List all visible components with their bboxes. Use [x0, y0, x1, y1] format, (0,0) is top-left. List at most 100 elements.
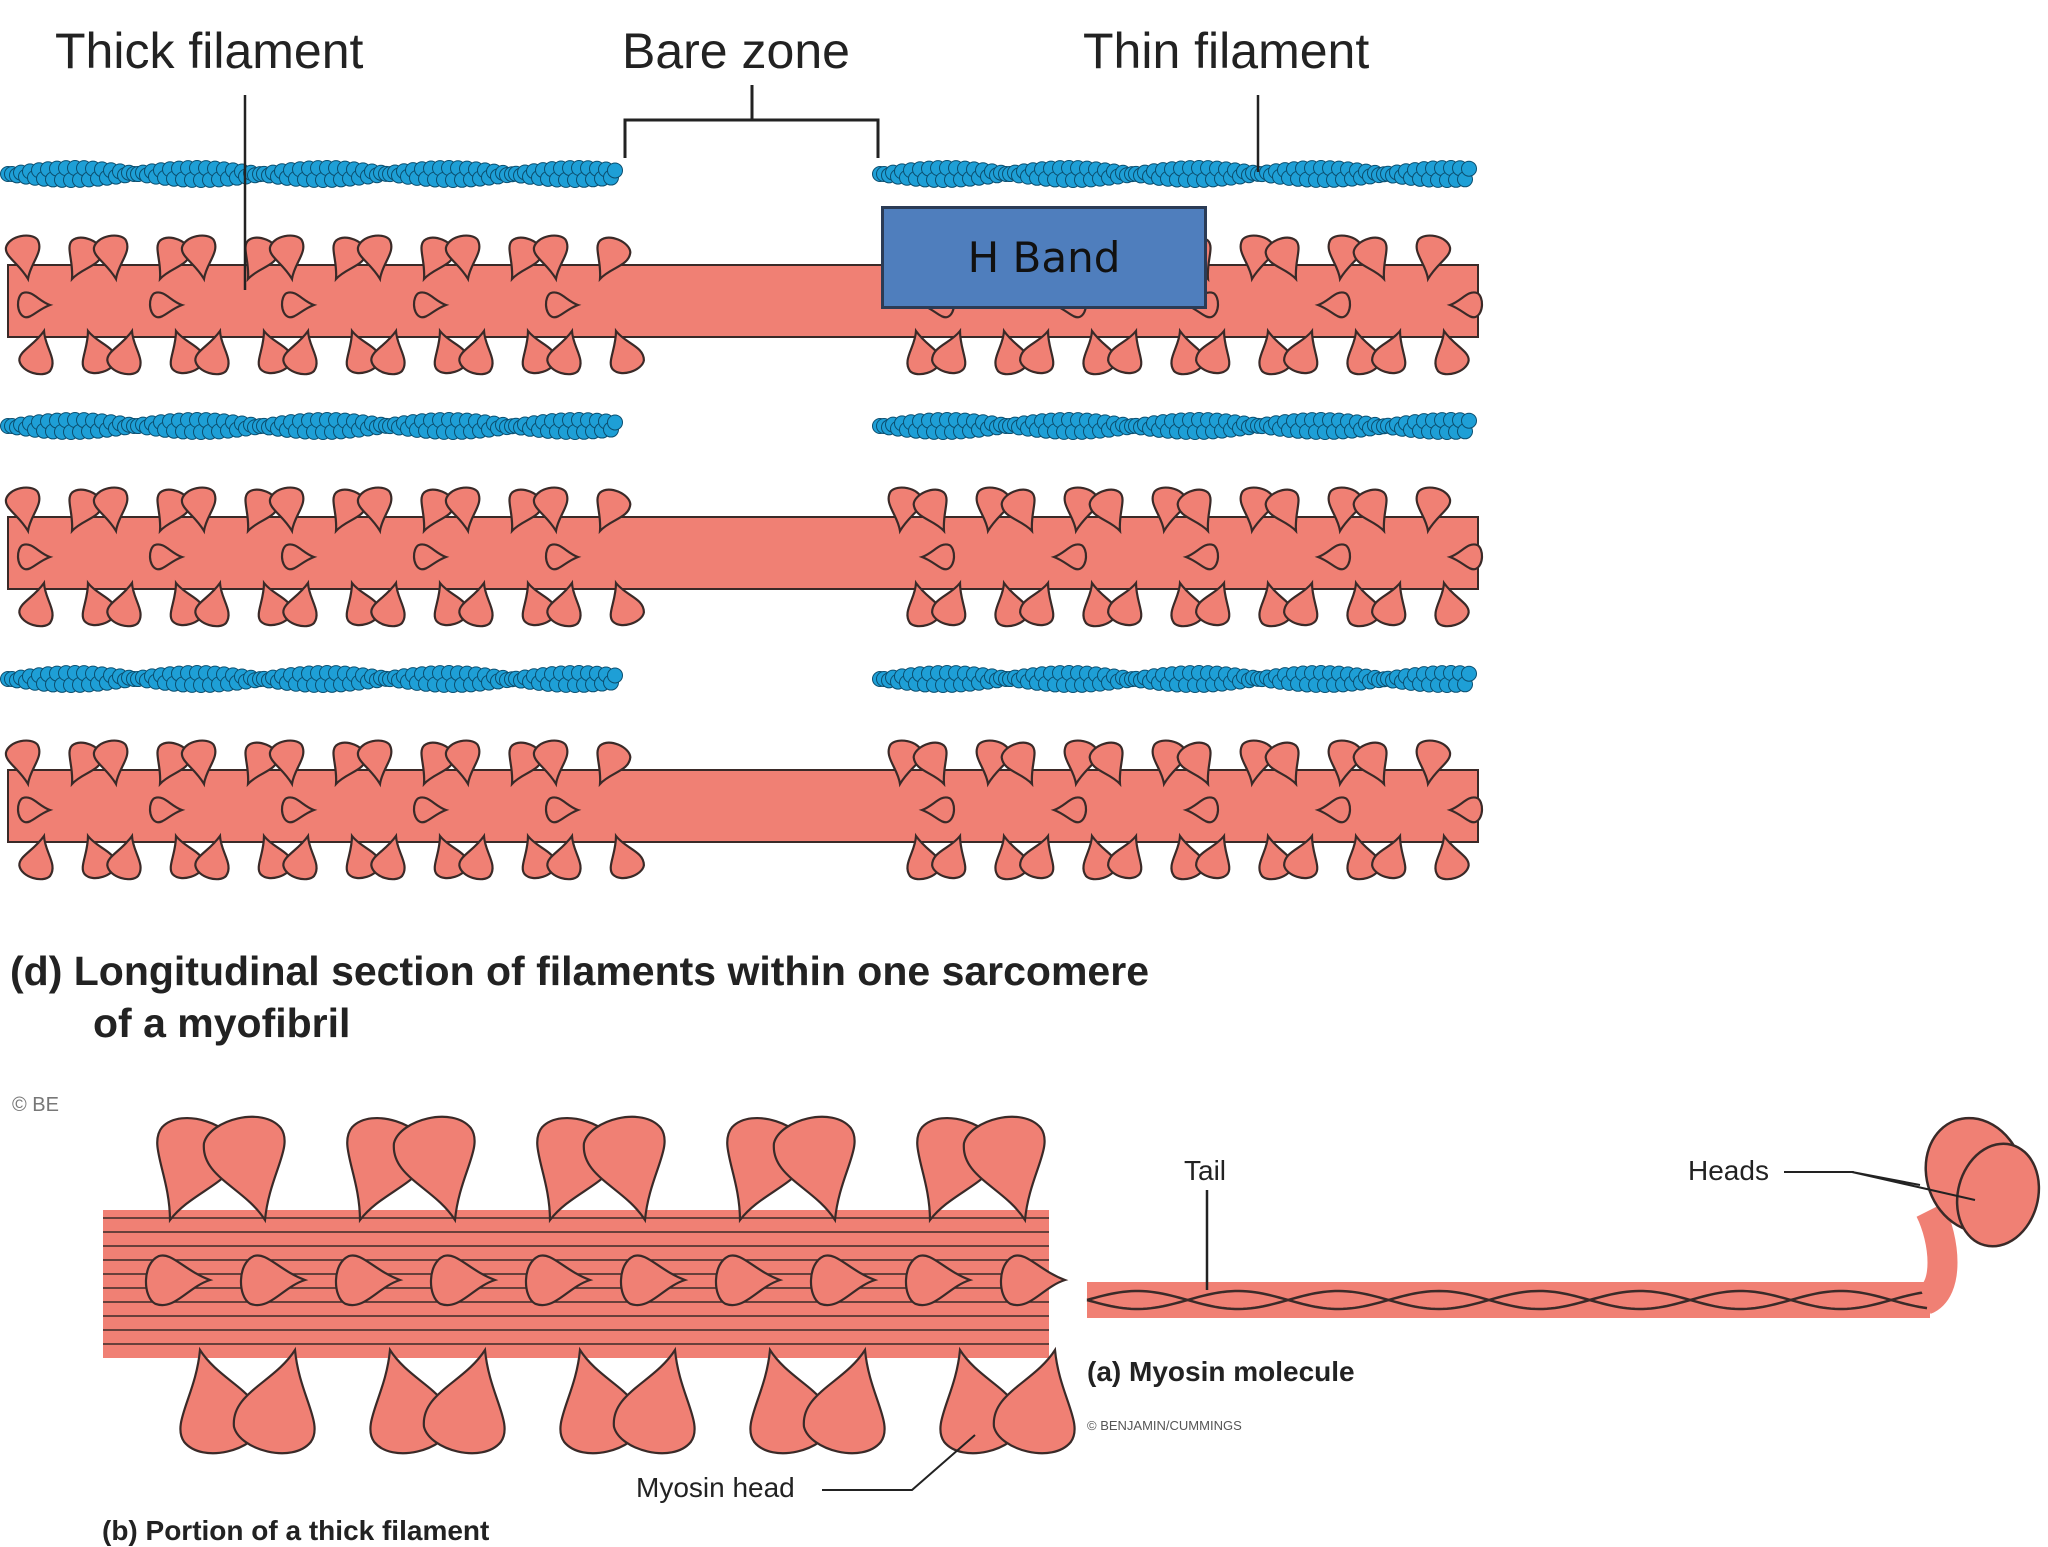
myosin-head	[1352, 741, 1388, 788]
caption-d-line2: of a myofibril	[93, 1000, 351, 1046]
myosin-head	[1019, 832, 1055, 880]
myosin-head	[92, 486, 129, 535]
myosin-head	[1088, 488, 1124, 535]
myosin-head	[904, 1254, 974, 1307]
myosin-neck	[1916, 1203, 1958, 1314]
myosin-head	[180, 486, 217, 535]
myosin-head	[334, 1254, 404, 1307]
copyright: © BENJAMIN/CUMMINGS	[1087, 1418, 1242, 1433]
myosin-head	[1019, 579, 1055, 627]
thin-filament	[872, 412, 1477, 440]
myosin-head	[1107, 327, 1143, 375]
myosin-head	[1434, 832, 1470, 881]
myosin-head	[444, 234, 481, 283]
myosin-head	[546, 832, 582, 881]
myosin-head	[18, 327, 54, 376]
actin-bead	[1461, 412, 1477, 429]
myosin-head	[180, 234, 217, 283]
myosin-head	[458, 327, 494, 376]
thin-filament	[0, 412, 623, 440]
myosin-head	[194, 327, 230, 376]
myosin-head	[194, 832, 230, 881]
myosin-head	[1182, 796, 1220, 824]
actin-bead	[607, 667, 623, 684]
myosin-tail	[1087, 1282, 1930, 1318]
myosin-head	[18, 832, 54, 881]
thick-filament-bar	[7, 264, 1479, 338]
myosin-head	[148, 543, 186, 571]
myosin-head	[1446, 796, 1484, 824]
myosin-head	[412, 291, 450, 319]
myosin-head	[596, 488, 632, 535]
myosin-head	[1446, 543, 1484, 571]
myosin-head	[148, 291, 186, 319]
myosin-head	[16, 543, 54, 571]
myosin-head	[619, 1254, 689, 1307]
myosin-head	[912, 741, 948, 788]
myosin-head	[106, 327, 142, 376]
myosin-head	[1107, 579, 1143, 627]
myosin-head	[1314, 291, 1352, 319]
myosin-head	[887, 486, 924, 535]
myosin-head-group	[4, 234, 645, 376]
myosin-head	[232, 1346, 316, 1455]
copyright-partial: © BE	[12, 1094, 59, 1116]
myosin-head	[1955, 1142, 2041, 1248]
myosin-head	[544, 543, 582, 571]
actin-bead	[1461, 665, 1477, 682]
heads-leader	[1784, 1171, 1976, 1201]
myosin-head	[1264, 741, 1300, 788]
myosin-head	[239, 1254, 309, 1307]
myosin-head	[412, 543, 450, 571]
myosin-head	[1264, 236, 1300, 283]
myosin-head	[356, 234, 393, 283]
caption-d-line1: (d) Longitudinal section of filaments wi…	[10, 948, 1149, 994]
myosin-head	[1050, 796, 1088, 824]
myosin-head	[18, 579, 54, 628]
myosin-head	[16, 796, 54, 824]
myosin-head	[1000, 741, 1036, 788]
myosin-head	[458, 579, 494, 628]
thin-filament	[0, 665, 623, 693]
myosin-head	[1327, 486, 1364, 535]
myosin-head	[1371, 327, 1407, 375]
myosin-head	[931, 579, 967, 627]
myosin-head	[1019, 327, 1055, 375]
myosin-head	[106, 579, 142, 628]
myosin-head	[1314, 543, 1352, 571]
myosin-head	[1195, 579, 1231, 627]
thick-filament-bar	[7, 516, 1479, 590]
myosin-head	[612, 1346, 696, 1455]
myosin-head	[992, 1346, 1076, 1455]
myosin-head	[546, 579, 582, 628]
myosin-head	[4, 486, 41, 535]
myosin-head	[1371, 832, 1407, 880]
myosin-head	[1283, 579, 1319, 627]
myosin-head	[144, 1254, 214, 1307]
filament-row	[0, 412, 1484, 628]
actin-bead	[1461, 160, 1477, 177]
myosin-head	[356, 486, 393, 535]
myosin-head	[370, 832, 406, 881]
myosin-head	[772, 1115, 856, 1224]
myosin-head	[931, 327, 967, 375]
myosin-head	[392, 1115, 476, 1224]
myosin-head	[596, 741, 632, 788]
myosin-head	[1182, 543, 1220, 571]
h-band-box: H Band	[881, 206, 1207, 309]
myosin-head	[802, 1346, 886, 1455]
thin-filament-label: Thin filament	[1083, 23, 1370, 79]
myosin-head	[280, 543, 318, 571]
bare-zone-label: Bare zone	[622, 23, 850, 79]
myosin-head	[544, 796, 582, 824]
myosin-head	[1327, 739, 1364, 788]
myosin-tail-strand	[1086, 1289, 1928, 1311]
myosin-head-leader	[822, 1434, 976, 1491]
myosin-head	[1264, 488, 1300, 535]
myosin-head	[422, 1346, 506, 1455]
myosin-head-group	[887, 486, 1484, 628]
thin-filament	[872, 665, 1477, 693]
myosin-head	[809, 1254, 879, 1307]
myosin-head	[1327, 234, 1364, 283]
